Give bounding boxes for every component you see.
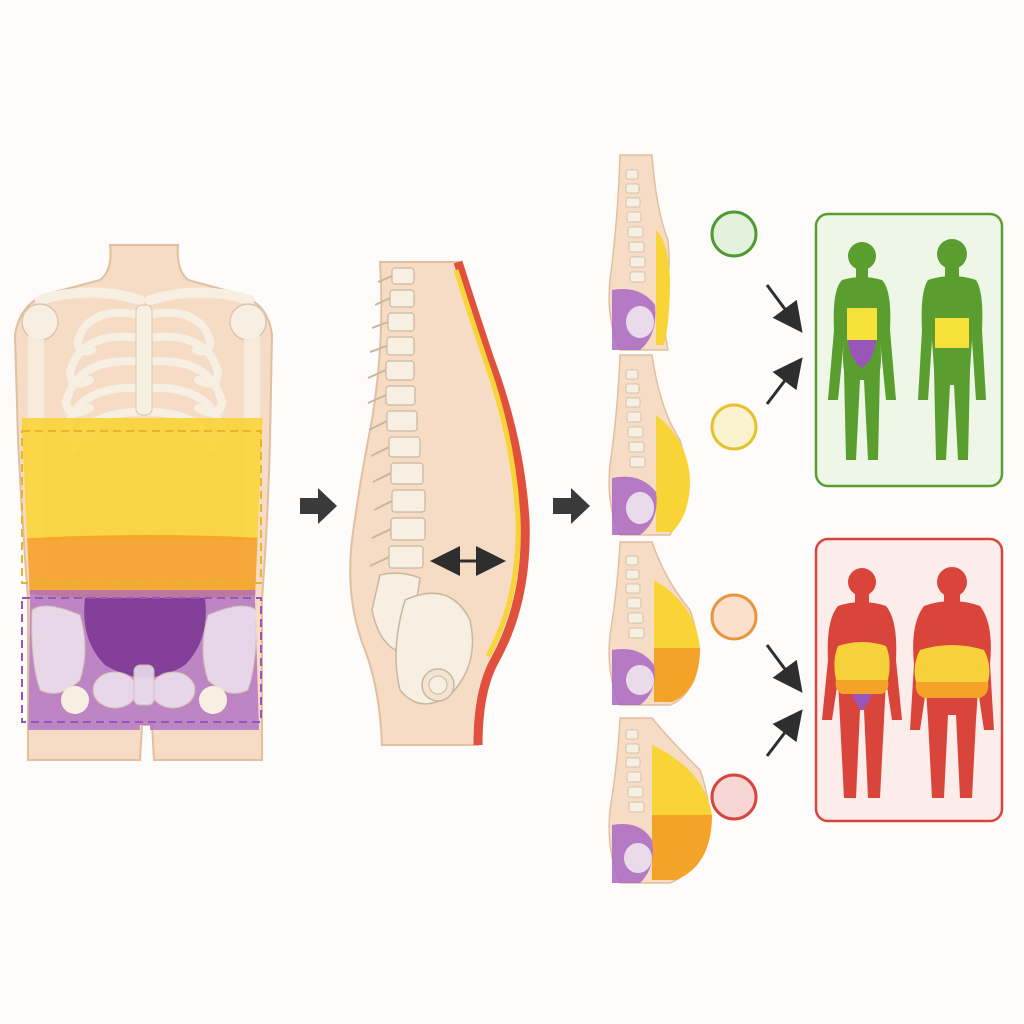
clavicle-right: [145, 287, 255, 305]
stage-mild-fat: [656, 415, 690, 532]
at-risk-outcome-panel: [814, 537, 1004, 823]
clavicle-left: [35, 287, 145, 305]
upper-abdominal-fat-zone: [20, 418, 268, 540]
diagonal-arrow-icon-1: [765, 284, 803, 333]
hip-joint-right: [199, 686, 227, 714]
pelvic-bones: [31, 605, 257, 709]
diagonal-arrow-icon-3: [765, 644, 803, 693]
side-view-figure: [349, 260, 530, 746]
abdominal-region-box: [21, 430, 262, 584]
stage-slim-fat: [656, 230, 670, 345]
stage-mild-figure: [608, 354, 690, 536]
status-indicator-green: [710, 210, 758, 258]
subcutaneous-fat-layer: [453, 260, 530, 746]
status-indicator-red: [710, 773, 758, 821]
spinal-column: [385, 267, 426, 569]
stage-moderate-figure: [608, 541, 700, 706]
stage-severe-fat-upper: [652, 745, 712, 815]
visceral-fat-layer: [453, 269, 521, 658]
healthy-male-figure: [918, 239, 986, 460]
pelvis-inner-cavity: [84, 598, 206, 678]
stage-moderate-fat-lower: [654, 648, 700, 702]
status-indicator-yellow: [710, 403, 758, 451]
diagonal-arrow-icon-2: [765, 357, 803, 405]
femur-head: [428, 675, 448, 695]
stage-severe-figure: [608, 717, 712, 884]
pelvic-region-box: [21, 597, 262, 723]
hip-joint-left: [61, 686, 89, 714]
stage-slim-figure: [608, 154, 670, 351]
stage-moderate-fat-upper: [654, 580, 700, 648]
stage-severe-fat-lower: [652, 815, 712, 880]
status-indicator-orange: [710, 593, 758, 641]
right-arrow-icon-2: [553, 488, 590, 524]
diagonal-arrow-icon-4: [765, 709, 803, 757]
right-arrow-icon: [300, 488, 337, 524]
at-risk-female-figure: [822, 568, 902, 798]
healthy-female-figure: [828, 242, 896, 460]
sternum: [135, 304, 153, 416]
spinal-processes: [367, 275, 393, 567]
front-torso-figure: [13, 244, 274, 761]
at-risk-male-figure: [910, 567, 994, 798]
healthy-outcome-panel: [814, 212, 1004, 488]
